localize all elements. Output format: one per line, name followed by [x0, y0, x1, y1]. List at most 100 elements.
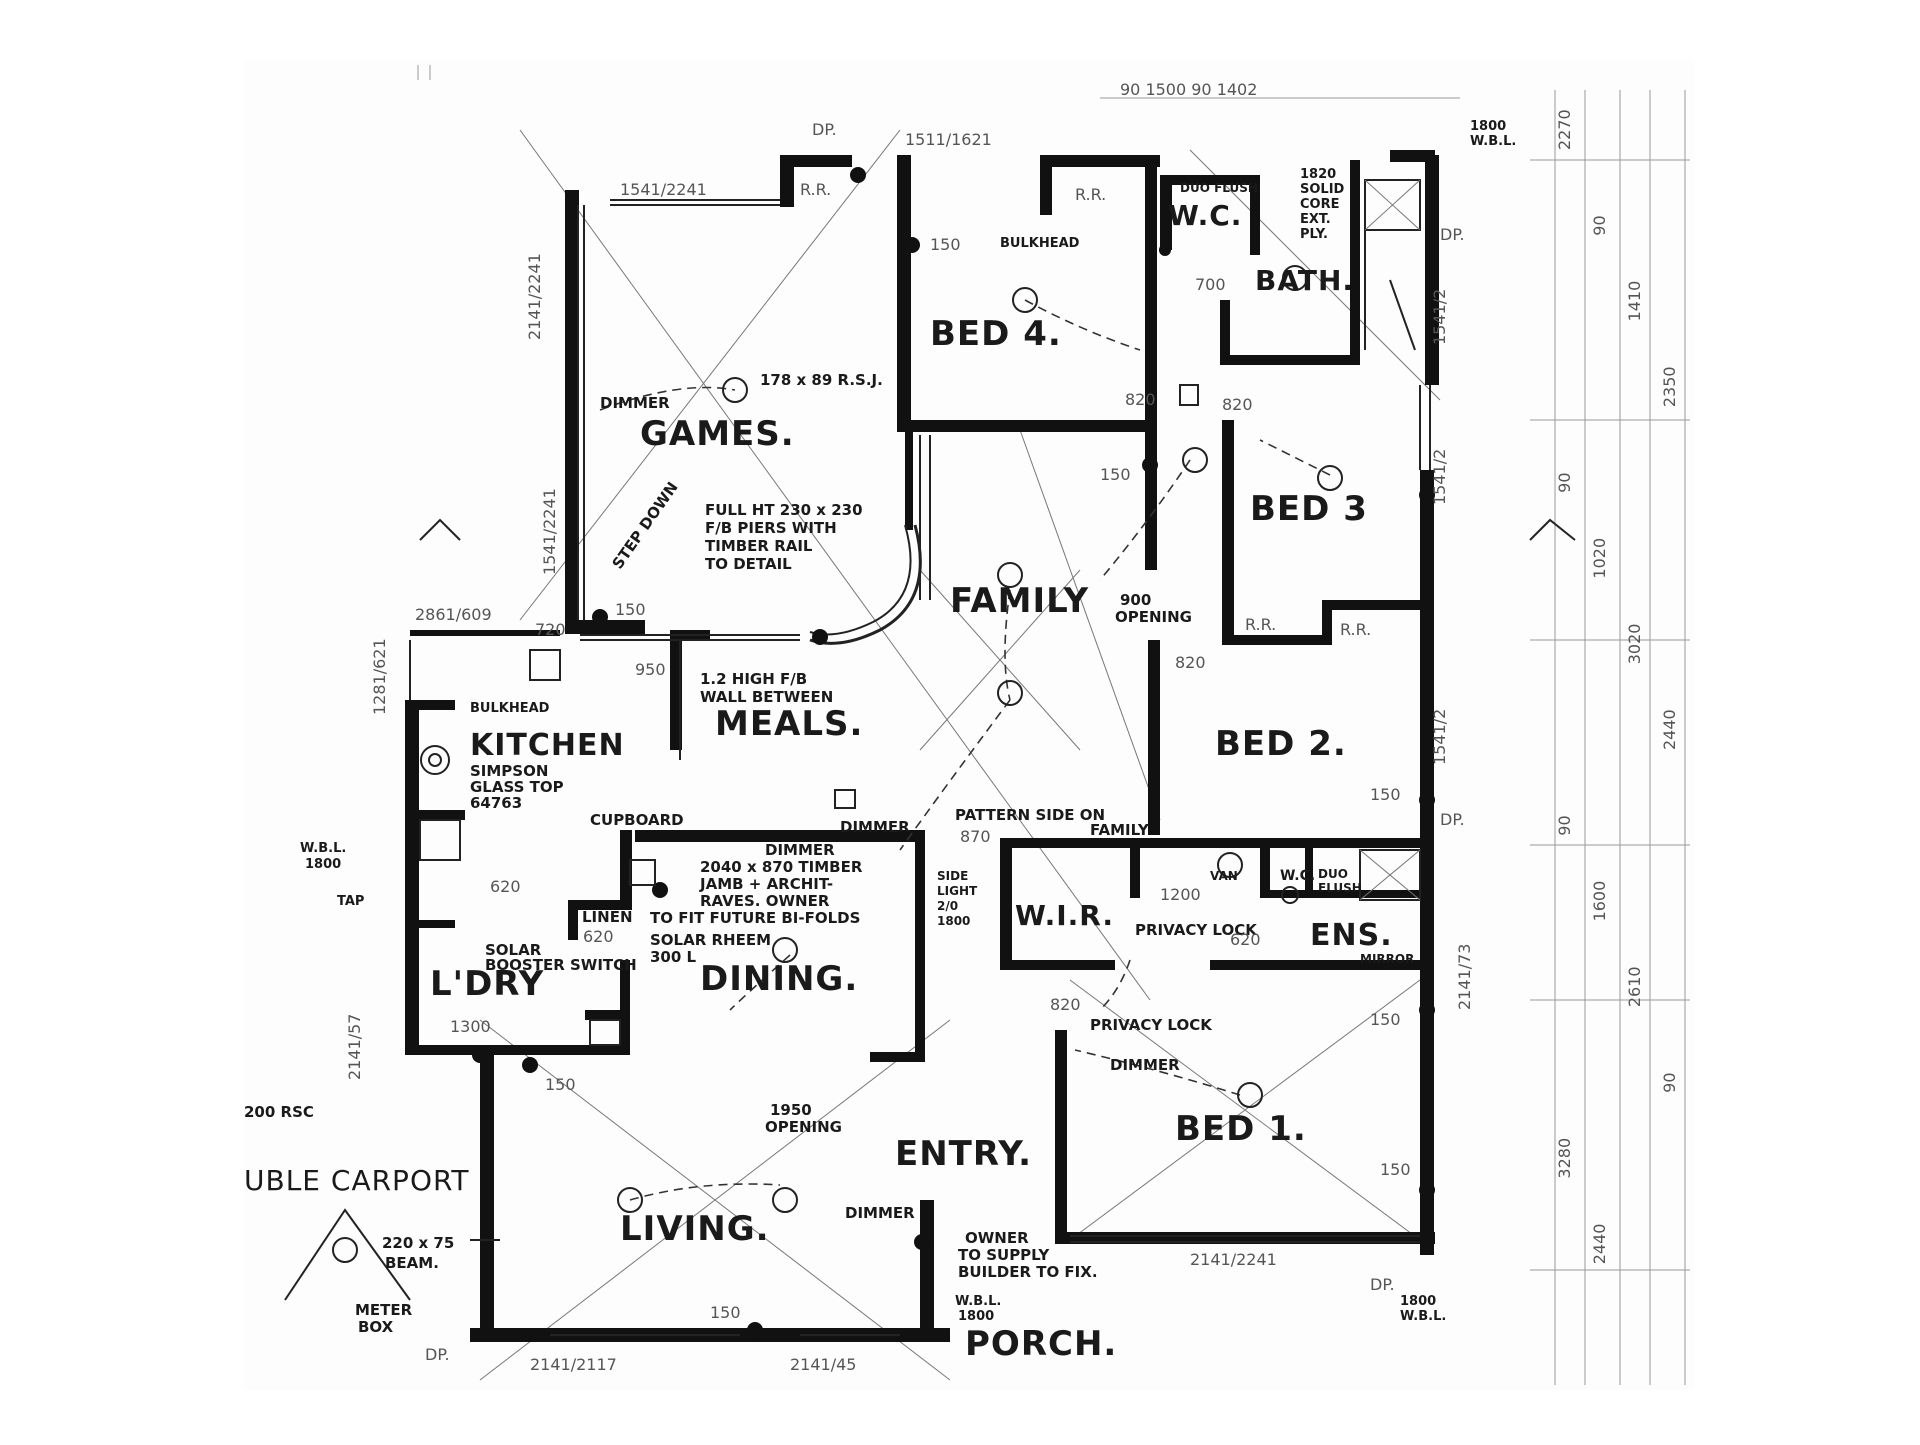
dim-rr-top: R.R. — [800, 180, 831, 199]
power-points — [472, 167, 1435, 1338]
note-wbl-tr-1: 1800 — [1470, 119, 1506, 134]
note-piers-1: FULL HT 230 x 230 — [705, 501, 863, 519]
note-high-wall-1: 1.2 HIGH F/B — [700, 670, 807, 688]
note-wbl-left-1: W.B.L. — [300, 841, 346, 856]
right-dim-10: 2610 — [1625, 966, 1644, 1007]
note-side-2: LIGHT — [937, 884, 978, 898]
dim-150-f: 150 — [1380, 1160, 1411, 1179]
light-bed4 — [1012, 287, 1038, 313]
dim-150-e: 150 — [1370, 1010, 1401, 1029]
switch-box-2 — [1179, 384, 1199, 406]
note-pattern-1: PATTERN SIDE ON — [955, 806, 1105, 824]
light-games — [722, 377, 748, 403]
note-simpson-2: GLASS TOP — [470, 778, 564, 796]
dim-dp-4: DP. — [1370, 1275, 1395, 1294]
dim-games-lower: 1541/2241 — [540, 488, 559, 575]
note-cupboard: CUPBOARD — [590, 811, 684, 829]
right-dim-12: 3280 — [1555, 1138, 1574, 1179]
room-games: GAMES. — [640, 414, 795, 454]
right-dimension-chain: 2270901410235090102030202440901600261090… — [1555, 109, 1679, 1264]
note-rsj: 178 x 89 R.S.J. — [760, 371, 883, 389]
dim-top: 90 1500 90 1402 — [1120, 80, 1257, 99]
light-bed3 — [1317, 465, 1343, 491]
window-lines — [409, 179, 1431, 1336]
switch-box — [834, 789, 856, 809]
dim-150-b: 150 — [615, 600, 646, 619]
light-wc-ens — [1281, 886, 1299, 904]
construction-lines — [479, 129, 1441, 1381]
note-wbl-tr-2: W.B.L. — [1470, 134, 1516, 149]
kitchen-fittings — [419, 384, 1199, 1046]
room-ldry: L'DRY — [430, 964, 544, 1004]
dim-bath-window: 1541/2 — [1430, 289, 1449, 345]
curved-pier-wall-inner — [809, 524, 912, 636]
dim-bed3-window: 1541/2 — [1430, 449, 1449, 505]
dim-living-window-right: 2141/45 — [790, 1355, 856, 1374]
light-family-1 — [997, 562, 1023, 588]
note-solid-1: 1820 — [1300, 167, 1336, 182]
light-wir — [1217, 852, 1243, 878]
room-labels: GAMES. BED 4. W.C. BATH. BED 3 FAMILY ME… — [244, 199, 1393, 1364]
note-bulkhead-bed4: BULKHEAD — [1000, 236, 1080, 251]
note-dimmer-games: DIMMER — [600, 394, 670, 412]
cupboard-box — [629, 859, 656, 886]
light-living-1 — [617, 1187, 643, 1213]
note-bulkhead-kitchen: BULKHEAD — [470, 701, 550, 716]
note-high-wall-2: WALL BETWEEN — [700, 688, 833, 706]
dim-150-h: 150 — [710, 1303, 741, 1322]
annotations: 178 x 89 R.S.J. DIMMER FULL HT 230 x 230… — [244, 119, 1516, 1336]
note-solid-5: PLY. — [1300, 227, 1328, 242]
room-dining: DINING. — [700, 959, 858, 999]
note-duo-flush-top: DUO FLUSH — [1180, 181, 1258, 195]
room-wir: W.I.R. — [1015, 899, 1114, 932]
dim-games-window: 1541/2241 — [620, 180, 707, 199]
note-dimmer-dining: DIMMER — [765, 841, 835, 859]
dim-820-b: 820 — [1222, 395, 1253, 414]
room-bath: BATH. — [1255, 264, 1354, 297]
room-bed1: BED 1. — [1175, 1109, 1307, 1149]
note-simpson-3: 64763 — [470, 794, 522, 812]
room-living: LIVING. — [620, 1209, 770, 1249]
note-opening-family-a: 900 — [1120, 591, 1151, 609]
note-wbl-br-1: 1800 — [1400, 1294, 1436, 1309]
note-jamb-1: 2040 x 870 TIMBER — [700, 858, 863, 876]
note-jamb-4: TO FIT FUTURE BI-FOLDS — [650, 909, 860, 927]
right-dim-1: 90 — [1590, 215, 1609, 235]
dim-150-a: 150 — [930, 235, 961, 254]
shower-ens — [1359, 849, 1421, 901]
note-side-1: SIDE — [937, 869, 968, 883]
dim-ldry-side: 2141/57 — [345, 1014, 364, 1080]
room-wc-top: W.C. — [1168, 199, 1242, 232]
oven — [419, 819, 461, 861]
dim-620-a: 620 — [490, 877, 521, 896]
note-opening-1950-a: 1950 — [770, 1101, 812, 1119]
dim-700: 700 — [1195, 275, 1226, 294]
dim-rr-bed3b: R.R. — [1340, 620, 1371, 639]
dim-720: 720 — [535, 620, 566, 639]
note-piers-3: TIMBER RAIL — [705, 537, 813, 555]
light-carport — [332, 1237, 358, 1263]
note-beam-2: BEAM. — [385, 1254, 439, 1272]
note-rsc: 200 RSC — [244, 1103, 314, 1121]
right-dim-13: 2440 — [1590, 1224, 1609, 1265]
light-bath — [1282, 265, 1308, 291]
dim-kitchen-window: 2861/609 — [415, 605, 492, 624]
dim-top-window: 1511/1621 — [905, 130, 992, 149]
dim-games-side: 2141/2241 — [525, 253, 544, 340]
dim-bed1-window: 2141/2241 — [1190, 1250, 1277, 1269]
laundry-trough — [589, 1019, 621, 1046]
sink — [529, 649, 561, 681]
right-dimension-lines — [1530, 90, 1690, 1385]
room-carport: UBLE CARPORT — [244, 1164, 470, 1197]
dim-living-window-left: 2141/2117 — [530, 1355, 617, 1374]
room-ens: ENS. — [1310, 918, 1393, 953]
room-porch: PORCH. — [965, 1324, 1117, 1364]
note-duo-ens-2: FLUSH — [1318, 881, 1362, 895]
dim-870: 870 — [960, 827, 991, 846]
light-dining — [772, 937, 798, 963]
dim-dp-3: DP. — [1440, 810, 1465, 829]
right-dim-8: 90 — [1555, 815, 1574, 835]
note-piers-4: TO DETAIL — [705, 555, 792, 573]
curved-pier-wall — [809, 524, 922, 645]
dimension-labels: 1511/1621 1541/2241 2141/2241 1541/2241 … — [345, 80, 1474, 1374]
